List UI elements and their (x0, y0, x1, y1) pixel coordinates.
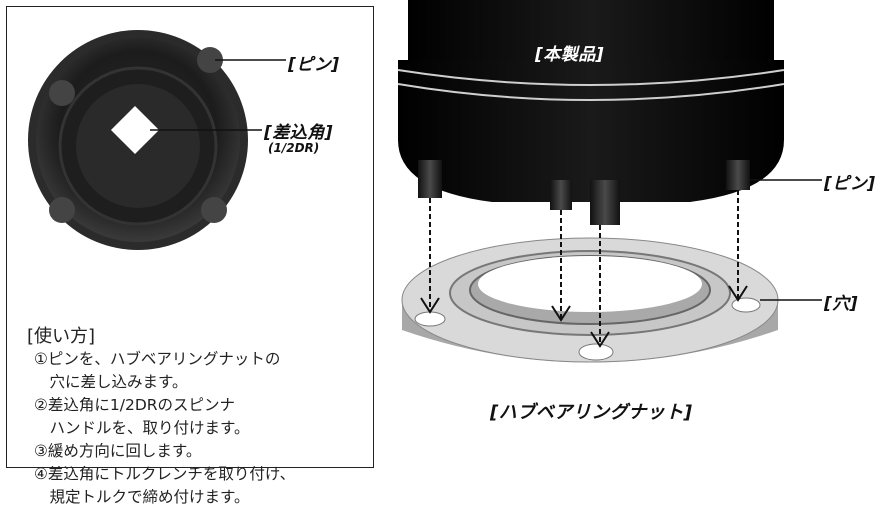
illustration-canvas (28, 0, 822, 363)
socket-top-view (28, 30, 248, 250)
product-pin (550, 180, 572, 210)
socket-square-label: [差込角] (264, 123, 334, 143)
hole-label: [穴] (824, 294, 859, 314)
usage-step: 規定トルクで締め付けます。 (34, 488, 250, 506)
insertion-guides (420, 190, 748, 348)
socket-pin (197, 47, 223, 73)
usage-step: ②差込角に1/2DRのスピンナ (34, 396, 236, 414)
nut-hole (731, 297, 761, 313)
usage-step: ④差込角にトルクレンチを取り付け、 (34, 465, 296, 483)
square-drive-hole (110, 105, 160, 155)
nut-hole (578, 343, 614, 361)
product-pin (418, 160, 442, 198)
hub-bearing-nut (401, 237, 779, 363)
usage-title: [使い方] (27, 326, 96, 347)
hub-bearing-nut-label: [ハブベアリングナット] (490, 402, 693, 423)
usage-steps: ①ピンを、ハブベアリングナットの 穴に差し込みます。 ②差込角に1/2DRのスピ… (34, 348, 295, 509)
product-pin (726, 160, 750, 190)
pin-label-right: [ピン] (824, 174, 876, 194)
socket-pin (201, 197, 227, 223)
product-label: [本製品] (535, 45, 605, 65)
usage-step: 穴に差し込みます。 (34, 373, 188, 391)
usage-step: ハンドルを、取り付けます。 (34, 419, 250, 437)
product-body (397, 0, 785, 225)
nut-hole (414, 311, 446, 327)
socket-pin (49, 80, 75, 106)
usage-step: ①ピンを、ハブベアリングナットの (34, 350, 281, 368)
usage-step: ③緩め方向に回します。 (34, 442, 202, 460)
pin-label-left: [ピン] (288, 55, 340, 75)
socket-square-sublabel: (1/2DR) (268, 141, 320, 155)
product-pin (590, 180, 620, 225)
socket-pin (49, 197, 75, 223)
